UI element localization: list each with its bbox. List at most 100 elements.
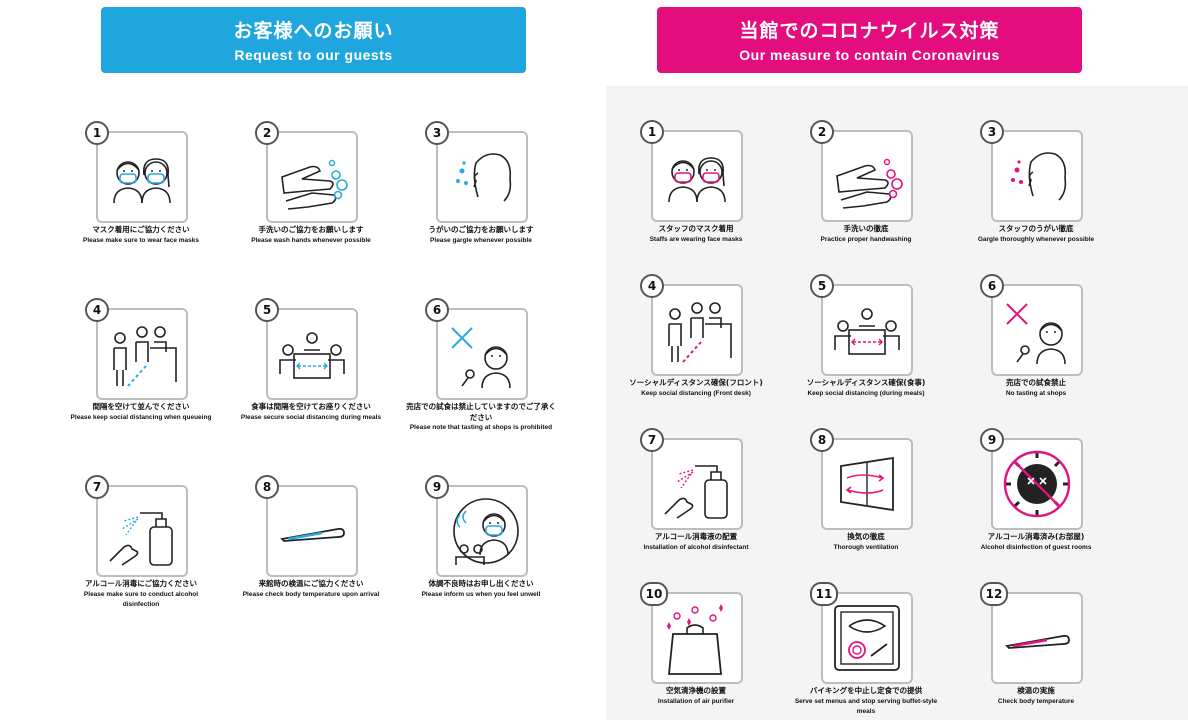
left-item-icon-frame [436, 485, 528, 577]
right-item-icon-frame [821, 284, 913, 376]
left-item-number: 8 [255, 475, 279, 499]
guest-request-title-ja: お客様へのお願い [233, 20, 394, 42]
right-item-caption-ja: 手洗いの徹底 [843, 224, 889, 233]
right-item-number: 10 [640, 582, 668, 606]
right-item-caption-ja: 売店での試食禁止 [1006, 378, 1066, 387]
left-item-number: 4 [85, 298, 109, 322]
right-item-caption-ja: バイキングを中止し定食での提供 [809, 686, 923, 695]
right-item-caption-en: No tasting at shops [1005, 389, 1067, 397]
left-item-icon-frame [266, 131, 358, 223]
right-item-number: 1 [640, 120, 664, 144]
right-item-caption-en: Keep social distancing (during meals) [807, 389, 925, 397]
left-item-caption-en: Please make sure to conduct alcohol disi… [83, 590, 199, 608]
right-item-icon-frame [651, 592, 743, 684]
queue-distance-icon [113, 326, 177, 387]
left-item-number: 7 [85, 475, 109, 499]
people-mask-icon [113, 158, 171, 204]
left-item-number: 1 [85, 121, 109, 145]
left-item-icon-frame [96, 131, 188, 223]
right-item-caption-ja: ソーシャルディスタンス確保(フロント) [629, 378, 763, 387]
right-item-caption-ja: 検温の実施 [1017, 686, 1055, 695]
right-item-caption-en: Installation of alcohol disinfectant [643, 543, 749, 551]
right-item-caption: ソーシャルディスタンス確保(食事) Keep social distancing … [791, 378, 941, 399]
right-item-caption: 検温の実施 Check body temperature [961, 686, 1111, 707]
left-item-caption: 食事は間隔を空けてお座りください Please secure social dis… [236, 402, 386, 423]
right-item-caption-en: Staffs are wearing face masks [649, 235, 743, 243]
right-item-caption-en: Check body temperature [997, 697, 1075, 705]
right-item-number: 6 [980, 274, 1004, 298]
left-item-caption-en: Please keep social distancing when queue… [70, 413, 212, 421]
air-purifier-icon [667, 604, 723, 675]
right-item-icon-frame [651, 130, 743, 222]
right-item-caption: 売店での試食禁止 No tasting at shops [961, 378, 1111, 399]
right-item-caption: スタッフのマスク着用 Staffs are wearing face masks [621, 224, 771, 245]
gargle-icon [456, 153, 512, 202]
right-item-caption-ja: アルコール消毒済み(お部屋) [987, 532, 1085, 541]
left-item-number: 2 [255, 121, 279, 145]
meal-distance-icon [279, 332, 345, 379]
people-mask-icon [668, 157, 726, 203]
left-item-caption-ja: 売店での試食は禁止していますのでご了承ください [406, 402, 556, 422]
left-item-number: 6 [425, 298, 449, 322]
left-item-caption-ja: 食事は間隔を空けてお座りください [251, 402, 371, 411]
left-item-caption: アルコール消毒にご協力ください Please make sure to condu… [66, 579, 216, 610]
left-item-number: 5 [255, 298, 279, 322]
right-item-caption-en: Serve set menus and stop serving buffet-… [794, 697, 938, 715]
guest-request-banner: お客様へのお願い Request to our guests [101, 7, 526, 73]
meal-distance-icon [834, 308, 900, 355]
right-item-icon-frame [991, 592, 1083, 684]
guest-request-title-en: Request to our guests [234, 47, 393, 63]
right-item-number: 2 [810, 120, 834, 144]
right-item-caption: 手洗いの徹底 Practice proper handwashing [791, 224, 941, 245]
left-item-icon-frame [436, 308, 528, 400]
right-item-icon-frame [821, 438, 913, 530]
no-tasting-icon [1006, 303, 1066, 365]
hand-washing-icon [836, 158, 903, 209]
left-item-caption: 間隔を空けて並んでください Please keep social distanci… [66, 402, 216, 423]
right-item-caption: アルコール消毒液の配置 Installation of alcohol disin… [621, 532, 771, 553]
left-item-caption-ja: 来館時の検温にご協力ください [258, 579, 364, 588]
right-item-caption-ja: スタッフのマスク着用 [658, 224, 734, 233]
right-item-icon-frame [651, 284, 743, 376]
sanitizer-icon [664, 465, 728, 519]
left-item-caption-ja: マスク着用にご協力ください [92, 225, 190, 234]
left-item-caption-en: Please make sure to wear face masks [83, 236, 199, 244]
left-item-caption-ja: アルコール消毒にご協力ください [84, 579, 198, 588]
right-item-icon-frame [991, 438, 1083, 530]
measures-title-en: Our measure to contain Coronavirus [739, 47, 1000, 63]
right-item-icon-frame [991, 284, 1083, 376]
left-item-icon-frame [96, 485, 188, 577]
left-item-caption: 来館時の検温にご協力ください Please check body temperat… [236, 579, 386, 600]
thermometer-icon [280, 527, 345, 542]
left-item-icon-frame [96, 308, 188, 400]
right-item-caption-en: Installation of air purifier [657, 697, 735, 705]
left-item-icon-frame [436, 131, 528, 223]
right-item-icon-frame [651, 438, 743, 530]
right-item-caption: ソーシャルディスタンス確保(フロント) Keep social distancin… [621, 378, 771, 399]
left-item-caption-ja: 間隔を空けて並んでください [92, 402, 190, 411]
right-item-caption-en: Thorough ventilation [833, 543, 899, 551]
right-item-caption: バイキングを中止し定食での提供 Serve set menus and stop … [791, 686, 941, 717]
left-item-number: 3 [425, 121, 449, 145]
queue-distance-icon [668, 302, 732, 363]
left-item-number: 9 [425, 475, 449, 499]
left-item-caption-en: Please secure social distancing during m… [240, 413, 382, 421]
left-item-caption-en: Please inform us when you feel unwell [421, 590, 541, 598]
right-item-caption-en: Keep social distancing (Front desk) [641, 389, 751, 397]
right-item-caption-ja: ソーシャルディスタンス確保(食事) [806, 378, 926, 387]
right-item-number: 8 [810, 428, 834, 452]
sanitizer-icon [109, 512, 173, 566]
no-virus-icon [1003, 450, 1071, 518]
right-item-caption-en: Practice proper handwashing [820, 235, 912, 243]
gargle-icon [1011, 152, 1067, 201]
unwell-report-icon [453, 498, 519, 565]
left-item-caption-en: Please check body temperature upon arriv… [242, 590, 380, 598]
set-meal-icon [834, 605, 900, 671]
measures-banner: 当館でのコロナウイルス対策 Our measure to contain Cor… [657, 7, 1082, 73]
no-tasting-icon [451, 327, 511, 389]
right-item-caption-ja: アルコール消毒液の配置 [654, 532, 738, 541]
